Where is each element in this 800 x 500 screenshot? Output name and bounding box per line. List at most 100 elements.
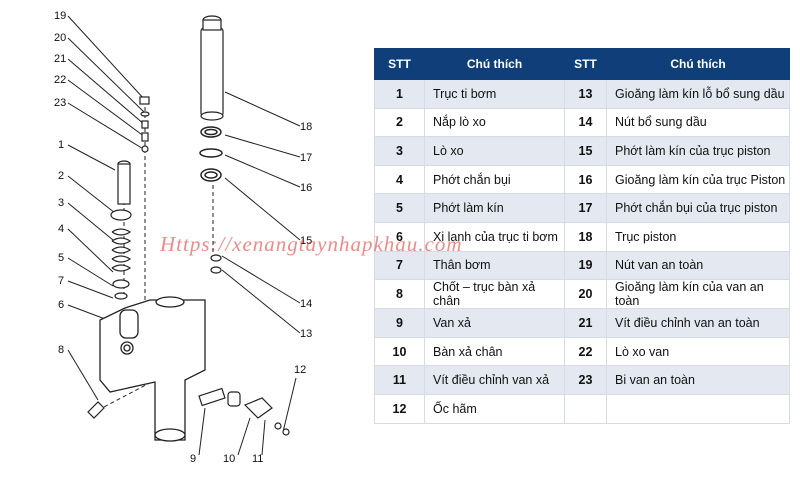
callout-12: 12: [294, 364, 306, 376]
part-number-cell: 14: [564, 107, 607, 138]
callout-2: 2: [58, 170, 64, 182]
header-description-left: Chú thích: [424, 48, 565, 80]
callout-4: 4: [58, 223, 64, 235]
callout-19: 19: [54, 10, 66, 22]
part-description-cell: [606, 393, 790, 424]
part-number-cell: 1: [374, 79, 425, 109]
leader-16: [224, 154, 301, 188]
part-number-cell: 7: [374, 250, 425, 281]
callout-6: 6: [58, 299, 64, 311]
part-description-cell: Xi lanh của trục ti bơm: [424, 221, 565, 252]
part-description-cell: Nắp lò xo: [424, 107, 565, 138]
callout-8: 8: [58, 344, 64, 356]
part-number-cell: 11: [374, 365, 425, 395]
part-number-cell: 9: [374, 308, 425, 338]
relief-valve-parts: [139, 96, 150, 153]
callout-1: 1: [58, 139, 64, 151]
part-number-cell: 3: [374, 136, 425, 166]
leader-13: [221, 269, 301, 334]
part-description-cell: Phớt chắn bụi: [424, 164, 565, 195]
callout-11: 11: [252, 453, 263, 465]
callout-18: 18: [300, 121, 312, 133]
callout-23: 23: [54, 97, 66, 109]
leader-7: [67, 280, 114, 299]
exploded-parts-diagram: 19 20 21 22 23 1 2 3 4 5 7 6 8 18 17 16 …: [54, 10, 312, 465]
part-description-cell: Trục piston: [606, 221, 790, 252]
part-description-cell: Trục ti bơm: [424, 79, 565, 109]
leader-5: [67, 257, 114, 287]
header-description-right: Chú thích: [606, 48, 790, 80]
part-description-cell: Phớt chắn bụi của trục piston: [606, 193, 790, 223]
part-description-cell: Ốc hãm: [424, 393, 565, 424]
leader-20: [67, 37, 146, 114]
pump-spring-parts: [110, 209, 132, 300]
leader-2: [67, 175, 116, 214]
leader-18: [224, 91, 301, 127]
part-description-cell: Phớt làm kín: [424, 193, 565, 223]
release-valve-parts: [198, 387, 290, 436]
leader-9: [198, 407, 206, 456]
leader-1: [67, 144, 116, 171]
piston-seals-part: [199, 126, 223, 182]
oil-plug-part: [210, 254, 222, 274]
callout-labels: 19 20 21 22 23 1 2 3 4 5 7 6 8 18 17 16 …: [54, 10, 312, 465]
part-number-cell: 20: [564, 279, 607, 310]
table-header-row: STT Chú thích STT Chú thích: [374, 48, 790, 80]
leader-12: [282, 377, 297, 433]
part-description-cell: Lò xo van: [606, 336, 790, 367]
leader-15: [224, 177, 301, 241]
part-number-cell: [564, 393, 607, 424]
callout-10: 10: [223, 453, 235, 465]
callout-16: 16: [300, 182, 312, 194]
leader-21: [67, 58, 146, 126]
part-number-cell: 8: [374, 279, 425, 310]
part-description-cell: Lò xo: [424, 136, 565, 166]
part-number-cell: 18: [564, 221, 607, 252]
leader-3: [67, 202, 114, 241]
callout-9: 9: [190, 453, 196, 465]
leader-4: [67, 228, 114, 273]
part-number-cell: 12: [374, 393, 425, 424]
part-number-cell: 21: [564, 308, 607, 338]
callout-5: 5: [58, 252, 64, 264]
leader-19: [67, 15, 146, 101]
leader-22: [67, 79, 146, 138]
part-description-cell: Gioăng làm kín lỗ bổ sung dầu: [606, 79, 790, 109]
pump-ram-part: [117, 160, 131, 205]
part-number-cell: 16: [564, 164, 607, 195]
part-number-cell: 2: [374, 107, 425, 138]
callout-17: 17: [300, 152, 312, 164]
part-description-cell: Van xả: [424, 308, 565, 338]
part-description-cell: Bi van an toàn: [606, 365, 790, 395]
part-description-cell: Vít điều chỉnh van an toàn: [606, 308, 790, 338]
part-number-cell: 6: [374, 221, 425, 252]
callout-20: 20: [54, 32, 66, 44]
callout-22: 22: [54, 74, 66, 86]
callout-15: 15: [300, 235, 312, 247]
part-description-cell: Chốt – trục bàn xả chân: [424, 279, 565, 310]
part-number-cell: 4: [374, 164, 425, 195]
part-number-cell: 23: [564, 365, 607, 395]
leader-10: [237, 417, 251, 456]
part-number-cell: 10: [374, 336, 425, 367]
part-description-cell: Gioăng làm kín của trục Piston: [606, 164, 790, 195]
part-number-cell: 22: [564, 336, 607, 367]
header-stt-left: STT: [374, 48, 425, 80]
part-number-cell: 17: [564, 193, 607, 223]
part-number-cell: 15: [564, 136, 607, 166]
piston-rod-part: [200, 15, 224, 121]
leader-11: [261, 419, 266, 456]
callout-21: 21: [54, 53, 66, 65]
